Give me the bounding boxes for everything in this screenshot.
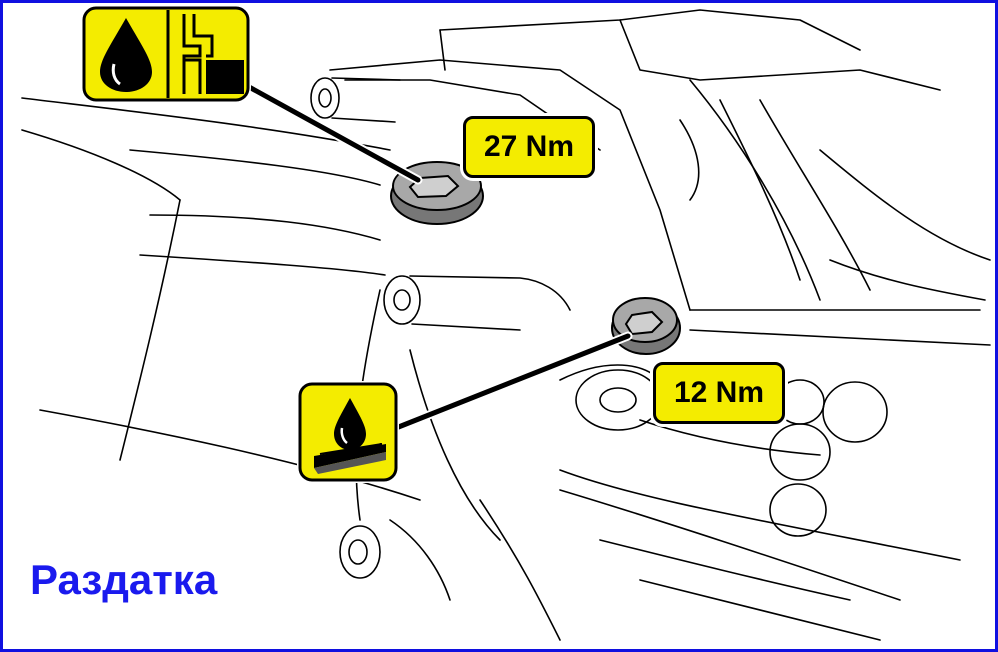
oil-drain-icon	[297, 381, 399, 483]
drain-plug	[611, 297, 681, 355]
oil-fill-level-icon	[81, 5, 251, 103]
torque-label-fill-plug: 27 Nm	[463, 116, 595, 178]
diagram-caption: Раздатка	[30, 556, 218, 603]
torque-label-drain-plug: 12 Nm	[653, 362, 785, 424]
